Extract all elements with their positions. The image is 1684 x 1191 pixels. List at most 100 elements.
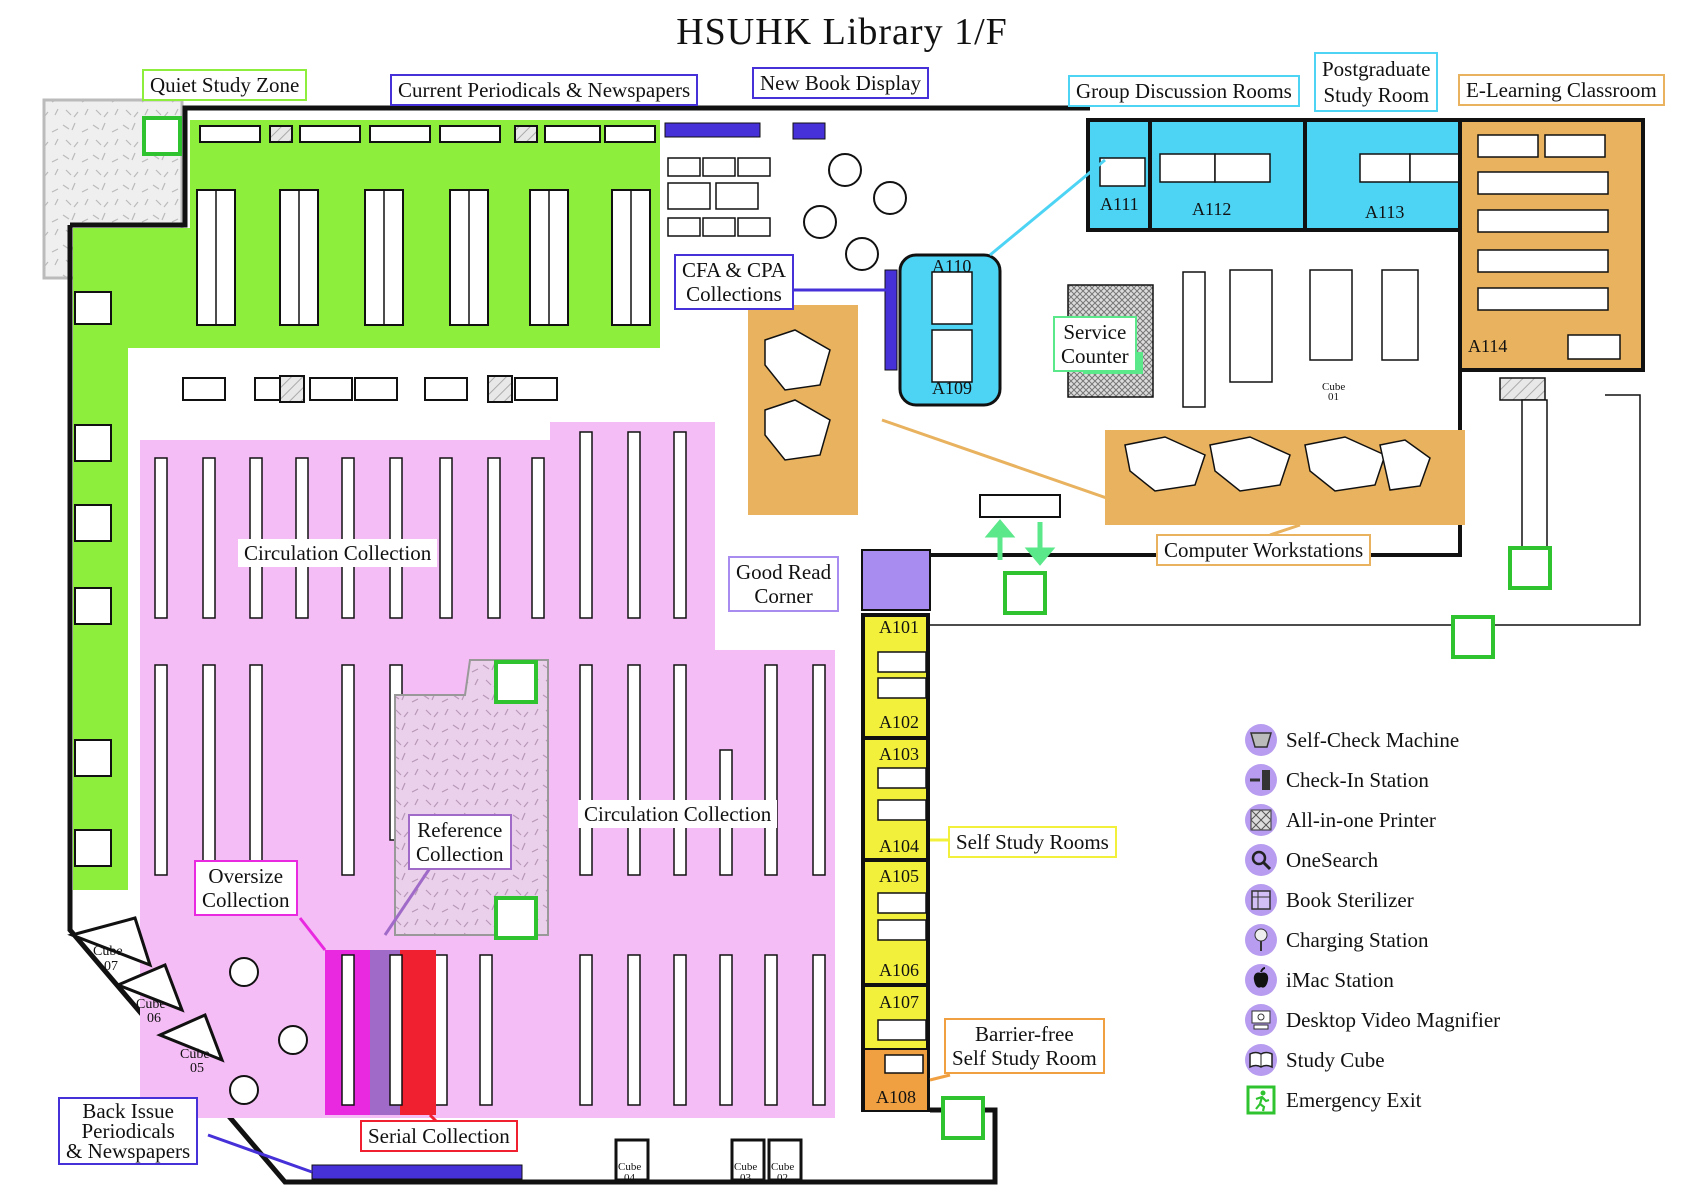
legend-item: Emergency Exit [1244, 1080, 1500, 1120]
elearning-desks [1477, 134, 1621, 360]
barrier-free-self-study-label: Barrier-free Self Study Room [944, 1018, 1105, 1074]
center-table-row [182, 375, 558, 403]
check-in-station-icon [1244, 763, 1278, 797]
legend-label: All-in-one Printer [1286, 807, 1436, 832]
legend-item: iMac Station [1244, 960, 1500, 1000]
good-read-line2: Corner [754, 584, 813, 608]
cube-04-number: 04 [624, 1172, 636, 1184]
barrier-free-line1: Barrier-free [975, 1022, 1074, 1046]
good-read-line1: Good Read [736, 560, 832, 584]
cube-01-word: Cube [1322, 381, 1345, 393]
legend-item: Study Cube [1244, 1040, 1500, 1080]
serial-collection-area [400, 950, 436, 1115]
service-counter-label: Service Counter [1053, 316, 1137, 372]
e-learning-classroom-area [1458, 118, 1645, 372]
circulation-collection-label-2: Circulation Collection [578, 800, 778, 828]
room-a110: A110 [932, 256, 971, 276]
charging-station-icon [1244, 923, 1278, 957]
cube-06-number: 06 [147, 1011, 161, 1026]
cube-05-number: 05 [190, 1061, 204, 1076]
room-a112: A112 [1192, 199, 1231, 219]
cube-05-word: Cube [180, 1047, 210, 1062]
room-a105: A105 [879, 866, 919, 886]
lounge-seating [667, 157, 771, 237]
new-book-shelf [792, 122, 826, 140]
good-read-corner-label: Good Read Corner [728, 556, 840, 612]
quiet-zone-table-grid [215, 190, 632, 325]
room-a101: A101 [879, 617, 919, 637]
self-study-rooms-label: Self Study Rooms [948, 826, 1117, 858]
self-check-machine-icon [1244, 723, 1278, 757]
legend-item: OneSearch [1244, 840, 1500, 880]
legend-label: OneSearch [1286, 847, 1379, 872]
back-issue-line3: & Newspapers [66, 1139, 191, 1163]
e-learning-classroom-label: E-Learning Classroom [1458, 74, 1665, 106]
right-wall [920, 360, 1462, 557]
oversize-line1: Oversize [208, 864, 284, 888]
current-periodicals-shelf [664, 122, 761, 138]
legend-label: Desktop Video Magnifier [1286, 1007, 1501, 1032]
legend-item: All-in-one Printer [1244, 800, 1500, 840]
service-line1: Service [1063, 320, 1127, 344]
legend-item: Self-Check Machine [1244, 720, 1500, 760]
circulation-collection-label-1: Circulation Collection [238, 539, 438, 567]
emergency-exit-markers [142, 116, 1552, 1140]
quiet-zone-seats-row [199, 125, 656, 143]
cfa-shelf [884, 269, 898, 371]
cube-02-number: 02 [777, 1172, 788, 1184]
legend-label: Charging Station [1286, 927, 1429, 952]
room-a113: A113 [1365, 202, 1404, 222]
desktop-video-magnifier-icon [1244, 1003, 1278, 1037]
room-a102: A102 [879, 712, 919, 732]
outer-wall-top [70, 105, 1090, 228]
new-book-display-label: New Book Display [752, 67, 929, 99]
service-line2: Counter [1061, 344, 1129, 368]
barrier-free-line2: Self Study Room [952, 1046, 1097, 1070]
upper-shelves [154, 431, 687, 619]
cube-01-number: 01 [1328, 391, 1339, 403]
oversize-line2: Collection [202, 888, 290, 912]
cube-03-number: 03 [740, 1172, 752, 1184]
imac-station-desks [1182, 269, 1419, 408]
imac-station-icon [1244, 963, 1278, 997]
back-issue-shelf [311, 1164, 523, 1180]
legend-item: Charging Station [1244, 920, 1500, 960]
room-a107: A107 [879, 992, 919, 1012]
oversize-collection-label: Oversize Collection [194, 860, 298, 916]
room-a108: A108 [876, 1087, 916, 1107]
cube-07-word: Cube [93, 944, 123, 959]
legend-item: Check-In Station [1244, 760, 1500, 800]
cfa-line1: CFA & CPA [682, 258, 786, 282]
page-title: HSUHK Library 1/F [676, 11, 1008, 53]
postgraduate-study-room-label: Postgraduate Study Room [1314, 52, 1439, 112]
postgraduate-line1: Postgraduate [1322, 57, 1431, 81]
room-a109: A109 [932, 378, 972, 398]
discussion-tables [1099, 153, 1461, 187]
good-read-corner-area [861, 549, 931, 611]
east-outline [930, 394, 1641, 626]
room-a104: A104 [879, 836, 919, 856]
cube-07-number: 07 [104, 959, 118, 974]
study-cubes-wall [67, 916, 803, 1182]
entrance-gates [979, 494, 1061, 518]
legend-item: Book Sterilizer [1244, 880, 1500, 920]
back-issue-line2: Periodicals [81, 1119, 175, 1143]
legend-label: Book Sterilizer [1286, 887, 1414, 912]
cube-labels: Cube 07 Cube 06 Cube 05 Cube 04 Cube 03 … [93, 381, 1345, 1184]
onesearch-icon [1244, 843, 1278, 877]
room-labels: A101 A102 A103 A104 A105 A106 A107 A108 … [876, 194, 1507, 1107]
legend-label: Emergency Exit [1286, 1087, 1422, 1112]
self-study-desks [877, 651, 927, 1074]
leader-lines [207, 158, 1301, 1174]
room-a103: A103 [879, 744, 919, 764]
map-legend: Self-Check Machine Check-In Station All-… [1244, 720, 1500, 1120]
book-sterilizer-icon [1244, 883, 1278, 917]
oversize-shelves [341, 954, 403, 1106]
reference-collection-label: Reference Collection [408, 814, 512, 870]
legend-label: Self-Check Machine [1286, 727, 1460, 752]
workstation-clusters [764, 329, 1431, 492]
cube-04-word: Cube [618, 1161, 641, 1173]
current-periodicals-label: Current Periodicals & Newspapers [390, 74, 699, 106]
computer-workstations-label: Computer Workstations [1156, 534, 1372, 566]
room-a106: A106 [879, 960, 919, 980]
